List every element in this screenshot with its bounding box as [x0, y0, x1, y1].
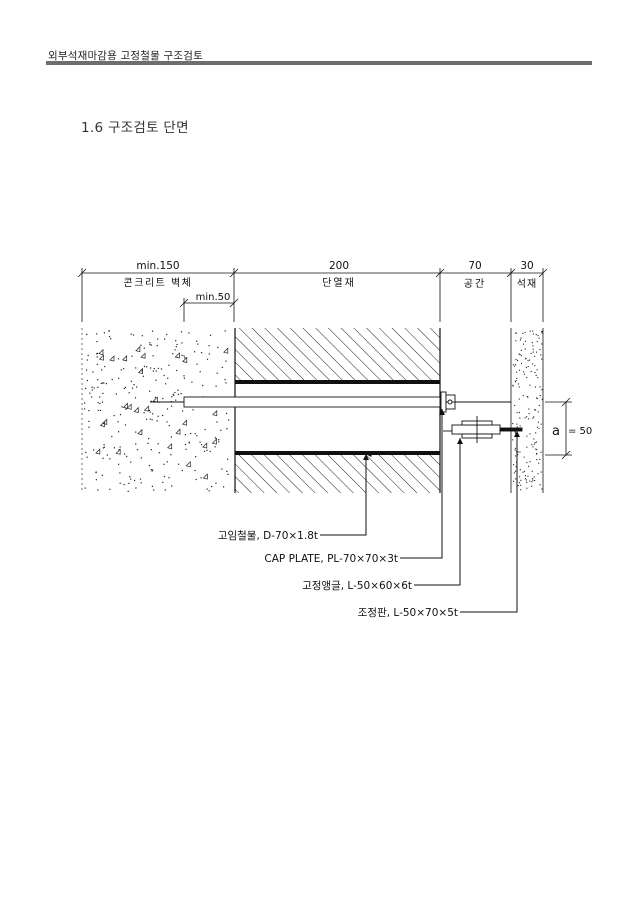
- dimension-lines: [77, 268, 548, 322]
- dim-embed: min.50: [196, 292, 231, 303]
- zone-stone-label: 석재: [517, 278, 537, 290]
- callout-cap-plate: CAP PLATE, PL-70×70×3t: [264, 553, 398, 565]
- zone-concrete-label: 콘크리트 벽체: [124, 277, 193, 289]
- zone-gap-label: 공간: [464, 278, 486, 290]
- offset-label: a: [552, 424, 560, 439]
- dim-concrete: min.150: [136, 260, 179, 272]
- header-title: 외부석재마감용 고정철물 구조검토: [48, 50, 203, 62]
- anchor-bolt: [150, 391, 511, 413]
- fixing-angle: [443, 416, 523, 443]
- dim-insulation: 200: [329, 260, 349, 272]
- dim-stone: 30: [520, 260, 533, 272]
- stone-panel: [510, 328, 544, 493]
- header-rule: [46, 61, 592, 65]
- dim-gap: 70: [468, 260, 481, 272]
- callout-fixing-angle: 고정앵글, L-50×60×6t: [302, 580, 412, 592]
- zone-insulation-label: 단열재: [322, 277, 356, 289]
- callout-adjust-plate: 조정판, L-50×70×5t: [358, 607, 458, 619]
- section-title: 1.6 구조검토 단면: [81, 120, 189, 136]
- offset-dimension: [545, 397, 572, 460]
- leader-lines: [320, 409, 518, 613]
- callout-spacer: 고임철물, D-70×1.8t: [218, 529, 318, 542]
- concrete-wall: [81, 328, 234, 493]
- insulation-layer: [234, 328, 441, 493]
- offset-value: = 50: [568, 426, 592, 437]
